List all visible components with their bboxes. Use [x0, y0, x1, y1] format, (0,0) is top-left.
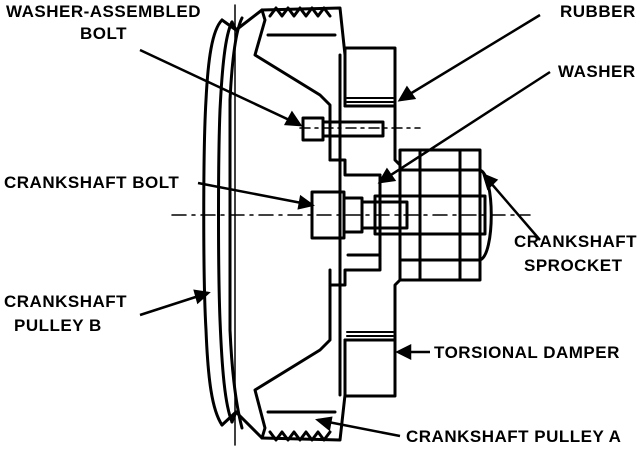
label-crankshaft-sprocket-line1: CRANKSHAFT [514, 232, 638, 251]
leader-rubber [399, 13, 541, 102]
rubber-element [346, 97, 394, 337]
leader-washer [379, 70, 551, 184]
label-washer-assembled-bolt-line1: WASHER-ASSEMBLED [6, 2, 202, 21]
crankshaft-bolt [310, 173, 409, 257]
label-washer: WASHER [558, 62, 636, 81]
crankshaft-pulley-b [202, 8, 332, 440]
leader-crankshaft-sprocket [483, 174, 541, 241]
leader-washer-assembled-bolt [139, 48, 301, 127]
leader-crankshaft-pulley-a [317, 418, 401, 438]
label-crankshaft-pulley-a: CRANKSHAFT PULLEY A [406, 427, 622, 446]
label-crankshaft-sprocket-line2: SPROCKET [524, 256, 623, 275]
label-crankshaft-pulley-b-line1: CRANKSHAFT [4, 292, 128, 311]
crankshaft-pulley-a [260, 6, 347, 442]
torsional-damper [328, 46, 402, 398]
leader-crankshaft-bolt [197, 181, 313, 207]
label-washer-assembled-bolt-line2: BOLT [80, 24, 128, 43]
label-torsional-damper: TORSIONAL DAMPER [434, 343, 620, 362]
label-crankshaft-bolt: CRANKSHAFT BOLT [4, 173, 180, 192]
label-crankshaft-pulley-b-line2: PULLEY B [14, 316, 102, 335]
washer-assembled-bolt [299, 116, 421, 142]
leader-lines [139, 13, 551, 438]
label-rubber: RUBBER [560, 2, 636, 21]
